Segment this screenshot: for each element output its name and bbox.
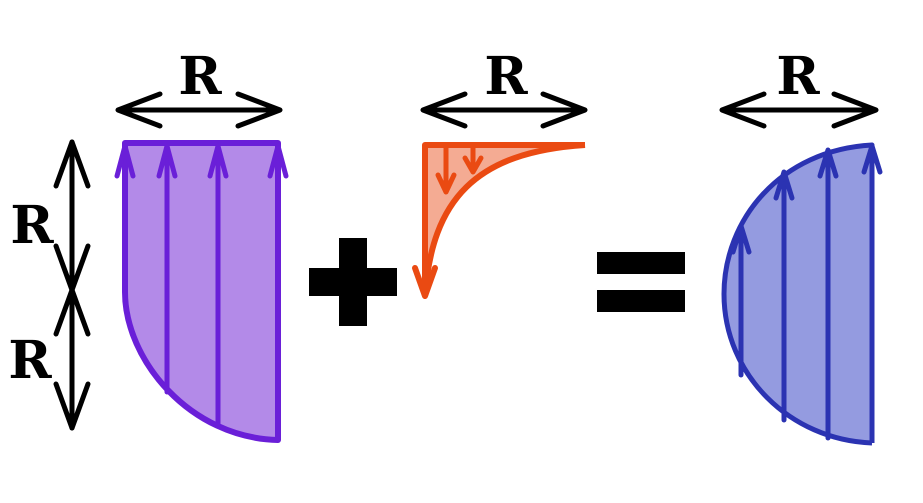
label-r-top-purple: R [178,46,222,107]
blue-velocity-profile [721,142,883,446]
label-r-left-upper: R [10,195,54,256]
label-r-left-lower: R [8,330,52,391]
dimension-r-top-orange [420,91,588,129]
orange-velocity-profile [412,142,586,299]
equals-sign [597,252,685,312]
purple-velocity-profile [114,140,289,443]
dimension-r-left-upper [53,139,91,293]
label-r-top-blue: R [776,46,820,107]
dimension-r-top-blue [719,91,879,129]
dimension-r-left-lower [53,287,91,431]
label-r-top-orange: R [484,46,528,107]
dimension-r-top-purple [115,91,283,129]
plus-sign [309,238,397,326]
